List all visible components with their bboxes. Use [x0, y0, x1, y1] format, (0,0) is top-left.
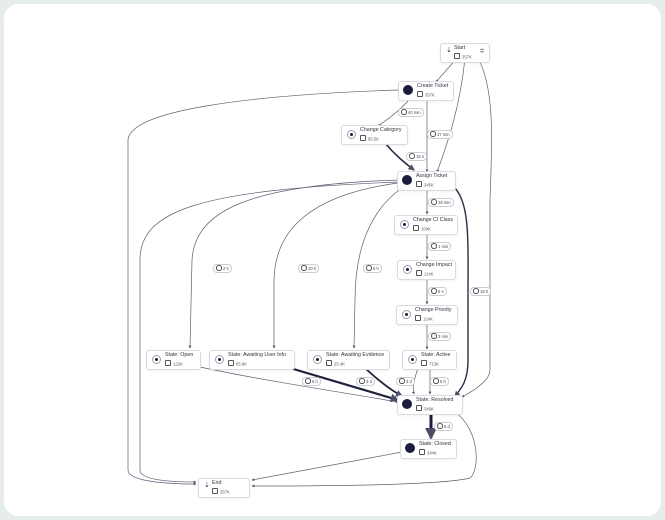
activity-dot-icon — [215, 355, 224, 364]
node-state-resolved[interactable]: State: Resolved 349K — [397, 395, 463, 415]
node-start[interactable]: ⇣ Start 357K ≑ — [440, 43, 490, 63]
activity-dot-icon — [405, 443, 415, 453]
count-icon — [165, 360, 171, 366]
count-icon — [416, 270, 422, 276]
count-icon — [421, 360, 427, 366]
edge-label-assign-ci: 28 min — [428, 198, 454, 207]
activity-dot-icon — [408, 355, 417, 364]
process-map-canvas[interactable] — [4, 4, 661, 516]
edge-label-create-category: 40 min — [398, 108, 424, 117]
edge-label-assign-open: 2 h — [213, 264, 232, 273]
activity-dot-icon — [347, 130, 356, 139]
count-icon — [326, 360, 332, 366]
collapse-icon[interactable]: ≑ — [479, 48, 485, 55]
count-icon — [417, 91, 423, 97]
activity-dot-icon — [403, 265, 412, 274]
edge-label-impact-priority: 5 s — [428, 287, 447, 296]
edge-label-user-resolved: 6 h — [302, 377, 321, 386]
node-state-closed[interactable]: State: Closed 344K — [400, 439, 457, 459]
count-icon — [413, 225, 419, 231]
node-change-category[interactable]: Change Category 85.5K — [341, 125, 408, 145]
count-icon — [454, 53, 460, 59]
node-change-priority[interactable]: Change Priority 124K — [396, 305, 458, 325]
node-state-awaiting-evidence[interactable]: State: Awaiting Evidence 25.4K — [307, 350, 390, 370]
node-state-awaiting-user-info[interactable]: State: Awaiting User Info 85.9K — [209, 350, 295, 370]
node-change-impact[interactable]: Change Impact 114K — [397, 260, 456, 280]
count-icon — [212, 488, 218, 494]
node-change-ci-class[interactable]: Change CI Class 100K — [394, 215, 458, 235]
count-icon — [416, 181, 422, 187]
edge-label-create-assign: 37 min — [427, 130, 453, 139]
edge-label-open-resolved: 3 d — [396, 377, 415, 386]
activity-dot-icon — [402, 399, 412, 409]
node-state-active[interactable]: State: Active 713K — [402, 350, 457, 370]
start-icon: ⇣ — [446, 47, 452, 54]
activity-dot-icon — [403, 85, 413, 95]
edge-label-assign-awaiting-user: 10 h — [298, 264, 320, 273]
edge-label-assign-awaiting-evidence: 6 h — [363, 264, 382, 273]
node-assign-ticket[interactable]: Assign Ticket 345K — [397, 171, 456, 191]
count-icon — [360, 135, 366, 141]
activity-dot-icon — [313, 355, 322, 364]
edge-label-category-assign: 15 s — [406, 152, 427, 161]
edge-label-evidence-resolved: 3 d — [356, 377, 375, 386]
activity-dot-icon — [152, 355, 161, 364]
count-icon — [419, 449, 425, 455]
end-icon: ⇣ — [204, 482, 210, 489]
count-icon — [228, 360, 234, 366]
edge-label-resolved-closed: 6 d — [434, 422, 453, 431]
edge-label-active-resolved: 6 h — [430, 377, 449, 386]
activity-dot-icon — [402, 175, 412, 185]
count-icon — [415, 315, 421, 321]
edge-label-assign-resolved: 18 h — [470, 287, 492, 296]
node-state-open[interactable]: State: Open 122K — [146, 350, 201, 370]
activity-dot-icon — [400, 220, 409, 229]
edge-label-ci-impact: 1 min — [428, 242, 452, 251]
edge-label-priority-active: 3 min — [428, 332, 452, 341]
node-end[interactable]: ⇣ End 357K — [198, 478, 250, 498]
node-create-ticket[interactable]: Create Ticket 357K — [398, 81, 454, 101]
count-icon — [416, 405, 422, 411]
activity-dot-icon — [402, 310, 411, 319]
